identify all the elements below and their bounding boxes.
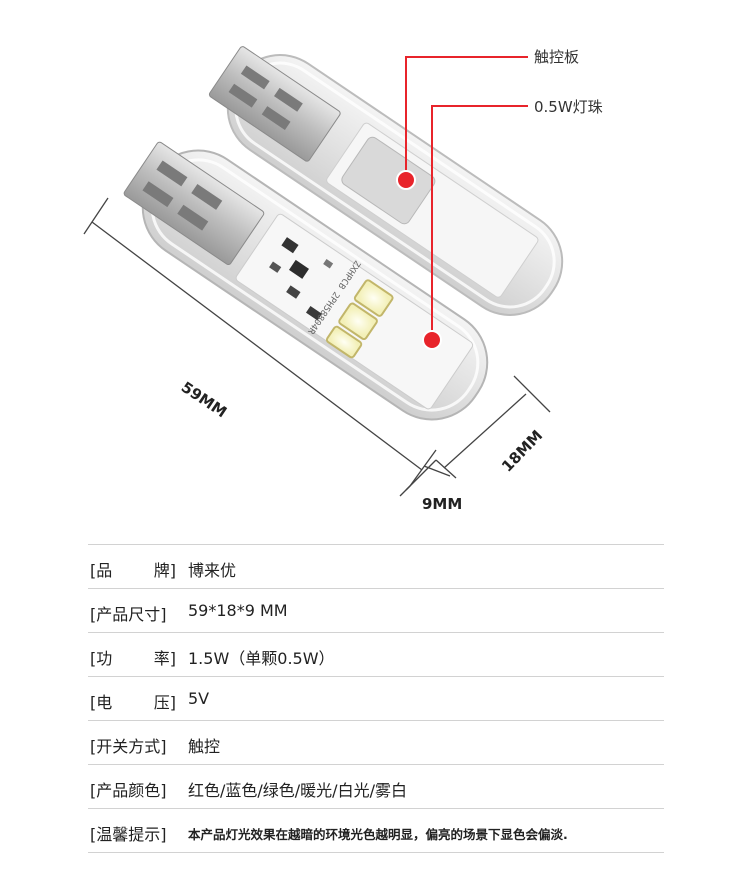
touch-panel-marker bbox=[396, 170, 416, 190]
spec-value: 红色/蓝色/绿色/暖光/白光/雾白 bbox=[188, 781, 407, 800]
spec-row-brand: [品 牌] 博来优 bbox=[88, 544, 664, 588]
spec-row-tip: [温馨提示] 本产品灯光效果在越暗的环境光色越明显，偏亮的场景下显色会偏淡. bbox=[88, 808, 664, 853]
front-usb-plug bbox=[123, 141, 265, 266]
spec-row-size: [产品尺寸] 59*18*9 MM bbox=[88, 588, 664, 632]
spec-row-colors: [产品颜色] 红色/蓝色/绿色/暖光/白光/雾白 bbox=[88, 764, 664, 808]
led-bead-marker bbox=[422, 330, 442, 350]
spec-value: 触控 bbox=[188, 737, 221, 756]
spec-value: 59*18*9 MM bbox=[188, 601, 288, 620]
spec-key: [温馨提示] bbox=[90, 825, 167, 844]
spec-row-switch: [开关方式] 触控 bbox=[88, 720, 664, 764]
back-touch-pad bbox=[341, 136, 436, 225]
spec-value: 本产品灯光效果在越暗的环境光色越明显，偏亮的场景下显色会偏淡. bbox=[188, 827, 568, 842]
spec-row-voltage: [电 压] 5V bbox=[88, 676, 664, 720]
height-dimension-label: 9MM bbox=[422, 495, 463, 513]
led-bead-label: 0.5W灯珠 bbox=[534, 98, 603, 116]
spec-key: [开关方式] bbox=[90, 737, 167, 756]
product-illustration: ZXHPCB 2PH58804R bbox=[83, 46, 564, 497]
spec-value: 1.5W（单颗0.5W） bbox=[188, 649, 335, 668]
led-beads bbox=[325, 279, 394, 359]
back-usb-plug bbox=[208, 46, 341, 162]
spec-table: [品 牌] 博来优 [产品尺寸] 59*18*9 MM [功 率] 1.5W（单… bbox=[88, 544, 664, 853]
spec-key: [产品颜色] bbox=[90, 781, 167, 800]
callout-lines bbox=[405, 56, 528, 340]
touch-panel-label: 触控板 bbox=[534, 48, 580, 66]
spec-value: 5V bbox=[188, 689, 210, 708]
spec-row-power: [功 率] 1.5W（单颗0.5W） bbox=[88, 632, 664, 676]
dimension-lines bbox=[83, 197, 551, 497]
spec-key: [产品尺寸] bbox=[90, 605, 167, 624]
spec-value: 博来优 bbox=[188, 561, 237, 580]
front-usb-device: ZXHPCB 2PH58804R bbox=[123, 141, 489, 421]
